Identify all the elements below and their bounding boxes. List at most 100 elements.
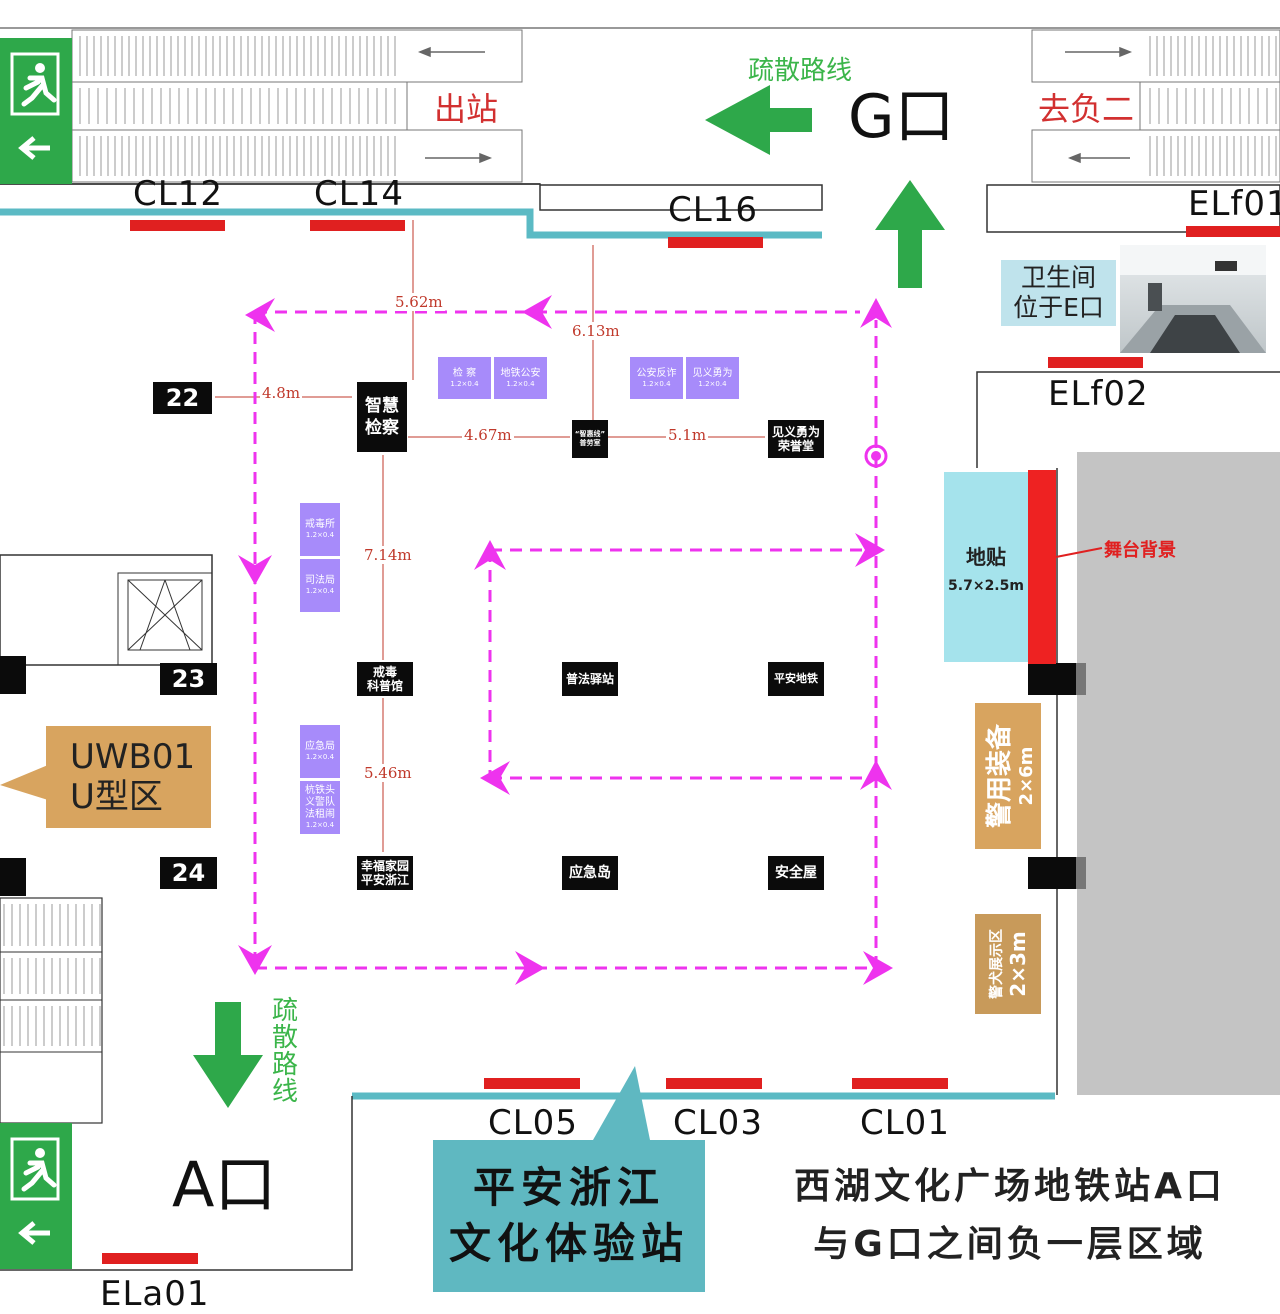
station-name-line1: 平安浙江 bbox=[472, 1163, 665, 1212]
police-equipment-label: 警用装备 bbox=[985, 724, 1015, 829]
police-equipment-size: 2×6m bbox=[1016, 746, 1037, 806]
to-b2-label: 去负二 bbox=[1038, 90, 1135, 128]
floor-sticker: 地贴 5.7×2.5m bbox=[944, 472, 1028, 662]
panel-htt-line2: 义警队 bbox=[305, 797, 335, 808]
booth-yingji: 应急岛 bbox=[562, 856, 618, 890]
dim-51: 5.1m bbox=[666, 426, 709, 444]
marker-cl12 bbox=[130, 220, 225, 231]
booth-pingan: 平安地铁 bbox=[768, 662, 824, 696]
panel-jds-label: 戒毒所 bbox=[305, 519, 335, 530]
pillar-22: 22 bbox=[153, 382, 212, 414]
code-cl12: CL12 bbox=[133, 174, 223, 214]
booth-puqi: “智惠线” 普劳室 bbox=[572, 420, 608, 458]
stage-backdrop-bar bbox=[1028, 470, 1056, 664]
marker-cl01 bbox=[852, 1078, 948, 1089]
dim-546: 5.46m bbox=[362, 764, 414, 782]
panel-jiancha-label: 检 察 bbox=[452, 367, 477, 379]
panel-dtga: 地铁公安 1.2×0.4 bbox=[494, 357, 547, 399]
panel-htt-size: 1.2×0.4 bbox=[305, 821, 335, 829]
booth-jianyi-line1: 见义勇为 bbox=[771, 425, 820, 439]
booth-xingfu-line2: 平安浙江 bbox=[360, 873, 409, 887]
code-cl03: CL03 bbox=[673, 1103, 763, 1143]
panel-jds-size: 1.2×0.4 bbox=[305, 531, 335, 539]
code-cl14: CL14 bbox=[314, 174, 404, 214]
booth-jiedu-line1: 戒毒 bbox=[372, 665, 397, 679]
corridor-photo-icon bbox=[1120, 245, 1266, 353]
marker-cl03 bbox=[666, 1078, 762, 1089]
panel-jiancha: 检 察 1.2×0.4 bbox=[438, 357, 491, 399]
code-cl01: CL01 bbox=[860, 1103, 950, 1143]
panel-dtga-size: 1.2×0.4 bbox=[506, 379, 535, 388]
station-name-line2: 文化体验站 bbox=[448, 1219, 689, 1268]
dim-467: 4.67m bbox=[462, 426, 514, 444]
floor-sticker-size: 5.7×2.5m bbox=[948, 577, 1024, 594]
code-ela01: ELa01 bbox=[100, 1274, 210, 1314]
evacuation-route-label-left: 疏 散 路 线 bbox=[272, 996, 299, 1107]
panel-htt: 杭铁头 义警队 法租闹 1.2×0.4 bbox=[300, 781, 340, 834]
booth-puqi-line1: “智惠线” bbox=[574, 430, 606, 438]
panel-dtga-label: 地铁公安 bbox=[500, 367, 541, 379]
pillar-24: 24 bbox=[160, 857, 217, 889]
running-man-icon bbox=[10, 52, 60, 160]
uwb-line2: U型区 bbox=[70, 777, 163, 817]
booth-jianyi-line2: 荣誉堂 bbox=[777, 439, 814, 453]
panel-sfj-label: 司法局 bbox=[305, 575, 335, 586]
marker-ela01 bbox=[102, 1253, 198, 1264]
booth-anquan: 安全屋 bbox=[768, 856, 824, 890]
panel-htt-line1: 杭铁头 bbox=[305, 785, 335, 796]
stage-backdrop-label: 舞台背景 bbox=[1104, 540, 1176, 561]
panel-gafz: 公安反诈 1.2×0.4 bbox=[630, 357, 683, 399]
panel-sfj-size: 1.2×0.4 bbox=[305, 587, 335, 595]
pillar-23: 23 bbox=[160, 663, 217, 695]
booth-xingfu: 幸福家园 平安浙江 bbox=[357, 856, 413, 890]
dog-display-label: 警犬展示区 bbox=[989, 929, 1005, 999]
panel-gafz-size: 1.2×0.4 bbox=[642, 379, 671, 388]
dim-714: 7.14m bbox=[362, 546, 414, 564]
booth-zhihui: 智慧 检察 bbox=[357, 382, 407, 452]
panel-yjj: 应急局 1.2×0.4 bbox=[300, 725, 340, 778]
station-name-box: 平安浙江 文化体验站 bbox=[433, 1140, 705, 1292]
exit-sign-top bbox=[0, 38, 72, 184]
area-caption-line1: 西湖文化广场地铁站A口 bbox=[794, 1166, 1226, 1207]
running-man-icon bbox=[10, 1137, 60, 1245]
code-cl16: CL16 bbox=[668, 190, 758, 230]
marker-elf01 bbox=[1186, 226, 1280, 237]
booth-jianyi: 见义勇为 荣誉堂 bbox=[768, 420, 824, 458]
marker-cl16 bbox=[668, 237, 763, 248]
dim-562: 5.62m bbox=[393, 293, 445, 311]
booth-zhihui-line2: 检察 bbox=[365, 418, 399, 438]
escalator-top-right bbox=[1031, 29, 1280, 183]
dog-display-zone: 警犬展示区 2×3m bbox=[975, 914, 1041, 1014]
panel-yjj-label: 应急局 bbox=[305, 741, 335, 752]
booth-puqi-line2: 普劳室 bbox=[579, 439, 601, 447]
booth-jiedu: 戒毒 科普馆 bbox=[357, 662, 413, 696]
exit-sign-bottom bbox=[0, 1123, 72, 1269]
toilet-info: 卫生间 位于E口 bbox=[1001, 260, 1116, 326]
code-elf02: ELf02 bbox=[1048, 374, 1149, 414]
escalator-top-left bbox=[71, 29, 523, 183]
evacuation-route-label-top: 疏散路线 bbox=[748, 56, 853, 86]
area-caption: 西湖文化广场地铁站A口 与G口之间负一层区域 bbox=[760, 1158, 1260, 1274]
panel-jyyw-size: 1.2×0.4 bbox=[698, 379, 727, 388]
panel-sfj: 司法局 1.2×0.4 bbox=[300, 559, 340, 612]
a-exit-label: A口 bbox=[172, 1148, 277, 1221]
area-caption-line2: 与G口之间负一层区域 bbox=[813, 1224, 1207, 1265]
toilet-line2: 位于E口 bbox=[1013, 293, 1104, 322]
code-cl05: CL05 bbox=[488, 1103, 578, 1143]
evacuation-arrows bbox=[193, 85, 945, 1108]
marker-cl05 bbox=[484, 1078, 580, 1089]
dim-613: 6.13m bbox=[570, 322, 622, 340]
panel-jyyw: 见义勇为 1.2×0.4 bbox=[686, 357, 739, 399]
g-exit-label: G口 bbox=[848, 82, 955, 152]
panel-jyyw-label: 见义勇为 bbox=[692, 367, 733, 379]
panel-htt-line3: 法租闹 bbox=[305, 809, 335, 820]
dim-48: 4.8m bbox=[260, 384, 303, 402]
police-equipment-zone: 警用装备 2×6m bbox=[975, 703, 1041, 849]
booth-jiedu-line2: 科普馆 bbox=[366, 679, 403, 693]
marker-cl14 bbox=[310, 220, 405, 231]
marker-elf02 bbox=[1048, 357, 1143, 368]
panel-jds: 戒毒所 1.2×0.4 bbox=[300, 503, 340, 556]
out-station-label: 出站 bbox=[434, 90, 499, 128]
booth-xingfu-line1: 幸福家园 bbox=[360, 859, 409, 873]
uwb-zone: UWB01 U型区 bbox=[46, 726, 211, 828]
